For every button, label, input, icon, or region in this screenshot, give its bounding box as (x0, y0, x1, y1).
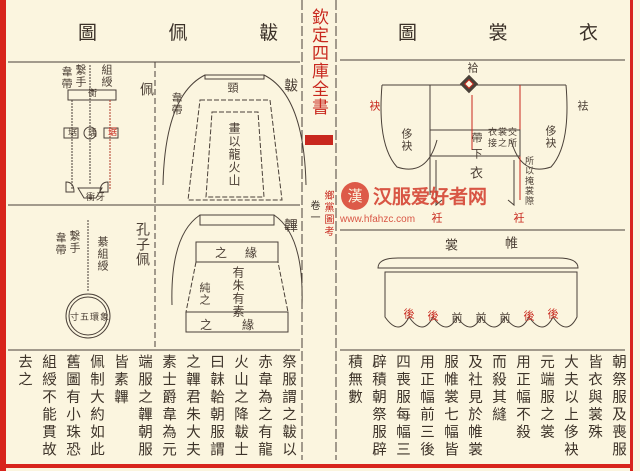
heading-char: 裳 (488, 22, 508, 44)
label-wei: 帷 (502, 236, 517, 250)
text-column: 用正幅不殺 (514, 354, 530, 442)
label-chi-mei-2: 侈袂 (544, 125, 557, 149)
text-column: 火山之降韍士 (232, 354, 248, 459)
heading-char: 圖 (78, 22, 98, 44)
heading-char: 圖 (398, 22, 418, 44)
label-zhi-yuan-2: 之緣 (200, 318, 285, 332)
label-xi-shou-2: 繫手 (68, 230, 81, 254)
right-red-border (630, 0, 633, 471)
label-ren-2: 衽 (512, 212, 525, 224)
left-red-border (0, 0, 6, 471)
label-yu: 瑀 (86, 128, 96, 138)
text-column: 去之 (16, 354, 32, 389)
label-zu-shou: 組綬 (100, 64, 113, 88)
label-yu-ring: 寸五環象 (70, 313, 111, 323)
heading-char: 佩 (168, 22, 188, 44)
label-xi-shou: 繫手 (74, 64, 87, 88)
label-chi-mei: 侈袂 (400, 128, 413, 152)
label-chong-ya: 衝牙 (86, 193, 107, 203)
label-ren: 衽 (430, 212, 443, 224)
text-column: 朝祭服及喪服 (610, 354, 626, 459)
watermark-seal: 漢 (341, 182, 369, 210)
text-column: 祭服謂之韍以 (280, 354, 296, 459)
label-wei-dai-2: 韋帶 (54, 232, 67, 256)
label-front: 前 (498, 312, 511, 324)
right-page-text: 朝祭服及喪服 皆衣與裳殊 大夫以上侈袂 元端服之裳 用正幅不殺 而殺其縫 及社見… (342, 354, 626, 466)
label-fu-text: 畫以龍火山 (227, 122, 241, 187)
spine-section: 鄉黨圖考 (322, 190, 333, 238)
spine-title: 欽定四庫全書 (308, 8, 328, 116)
text-column: 及社見於帷裳 (466, 354, 482, 459)
label-fu: 韍 (282, 78, 298, 93)
label-back: 後 (426, 310, 439, 322)
label-shang: 裳 (442, 238, 457, 252)
label-kongzi-pei: 孔子佩 (134, 222, 150, 267)
label-jie: 袷 (466, 62, 479, 74)
label-note2: 衣裳交接之所 (488, 128, 519, 149)
text-column: 之韠君朱大夫 (184, 354, 200, 459)
text-column: 素士爵韋為元 (160, 354, 176, 459)
label-wei-dai-3: 韋帶 (170, 92, 183, 116)
label-mei: 袂 (368, 100, 381, 112)
label-front: 前 (474, 312, 487, 324)
label-back: 後 (522, 310, 535, 322)
label-back: 後 (546, 308, 559, 320)
text-column: 而殺其縫 (490, 354, 506, 424)
text-column: 組綬不能貫故 (40, 354, 56, 459)
text-column: 用正幅前三後 (418, 354, 434, 459)
label-ju-red: 琚 (106, 127, 116, 137)
heading-char: 衣 (578, 22, 598, 44)
text-column: 皆素韠 (112, 354, 128, 407)
right-page-heading: 圖 裳 衣 (398, 18, 598, 45)
label-note1: 所以掩裳際 (523, 156, 533, 206)
watermark-url: www.hfahzc.com (340, 214, 416, 225)
label-front: 前 (450, 312, 463, 324)
text-column: 赤韋為之有龍 (256, 354, 272, 459)
text-column: 舊圖有小珠恐 (64, 354, 80, 459)
label-zhi-zu: 綦組綬 (96, 236, 109, 272)
label-zhi-yuan: 之緣 (215, 246, 276, 260)
watermark-title: 汉服爱好者网 (373, 186, 488, 208)
text-column: 元端服之裳 (538, 354, 554, 442)
label-wei-dai: 韋帶 (60, 66, 73, 90)
label-bi-text: 有朱有素 (231, 266, 245, 318)
left-page-heading: 圖 佩 韍 (78, 18, 278, 45)
heading-char: 韍 (258, 22, 278, 44)
label-qu: 袪 (576, 100, 589, 112)
left-page-text: 祭服謂之韍以 赤韋為之有龍 火山之降韍士 曰韎韐朝服謂 之韠君朱大夫 素士爵韋為… (12, 354, 296, 466)
label-dai: 帶 (470, 132, 483, 144)
label-jing: 頸 (226, 82, 239, 94)
text-column: 大夫以上侈袂 (562, 354, 578, 459)
label-back: 後 (402, 308, 415, 320)
text-column: 四喪服每幅三 (394, 354, 410, 459)
label-ju: 琚 (66, 127, 76, 137)
text-column: 皆衣與裳殊 (586, 354, 602, 442)
text-column: 辟積朝祭服辟 (370, 354, 386, 459)
bottom-red-border (0, 464, 633, 468)
label-pei: 佩 (138, 82, 154, 97)
label-heng: 衡 (86, 88, 96, 98)
label-yi: 衣 (467, 166, 482, 180)
text-column: 端服之韠朝服 (136, 354, 152, 459)
text-column: 服帷裳七幅皆 (442, 354, 458, 459)
spine-volume: 卷一 (308, 200, 319, 224)
label-bi: 韠 (282, 218, 298, 233)
label-xia: 下 (470, 148, 483, 160)
label-chun: 純之 (198, 282, 211, 306)
text-column: 曰韎韐朝服謂 (208, 354, 224, 459)
text-column: 佩制大約如此 (88, 354, 104, 459)
text-column: 積無數 (346, 354, 362, 407)
